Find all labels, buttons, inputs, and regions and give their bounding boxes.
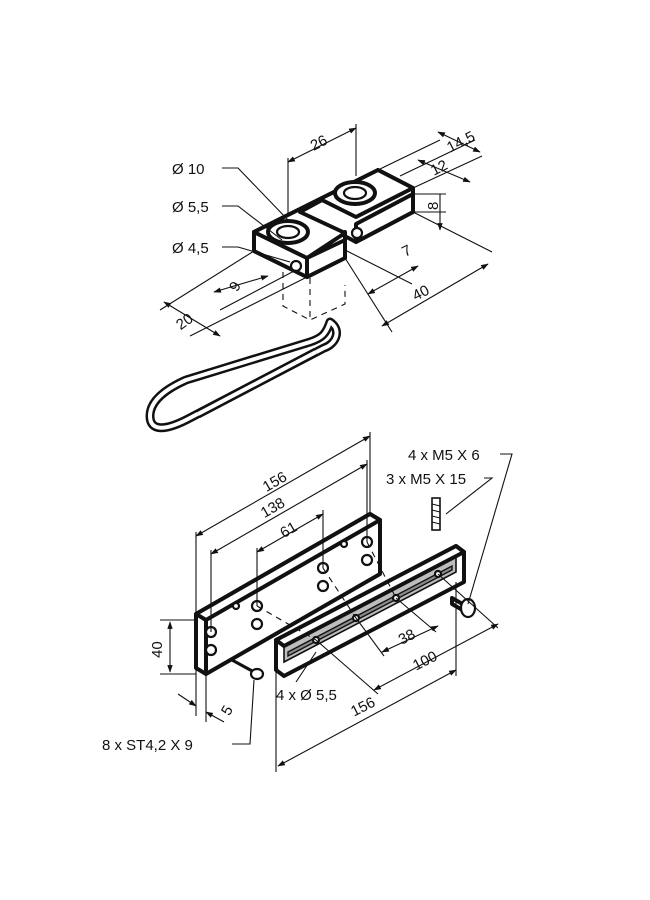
dim-156-top: 156: [260, 468, 290, 495]
dim-5: 5: [218, 703, 237, 719]
callout-m5x6: 4 x M5 X 6: [408, 447, 480, 464]
bracket-dimensions: [159, 124, 493, 337]
guide-rail: [274, 544, 466, 678]
dim-7: 7: [399, 242, 414, 261]
dim-61: 61: [277, 519, 300, 542]
callout-d10: Ø 10: [172, 161, 205, 178]
hairpin-clip: [145, 317, 341, 433]
dim-40-bracket: 40: [410, 282, 433, 305]
callout-screws: 8 x ST4,2 X 9: [102, 737, 193, 754]
wood-screw: [231, 658, 265, 681]
dim-14-5: 14,5: [444, 128, 478, 156]
dim-138: 138: [258, 494, 288, 521]
alignment-lines: [256, 541, 397, 641]
dim-20: 20: [173, 310, 196, 333]
dim-9: 9: [226, 279, 245, 295]
dim-38: 38: [396, 626, 419, 649]
rail-dimensions: [160, 432, 513, 772]
dim-156-bottom: 156: [348, 694, 378, 721]
callout-holes: 4 x Ø 5,5: [276, 687, 337, 704]
dim-12: 12: [428, 157, 451, 180]
dim-40-plate: 40: [149, 641, 166, 658]
callout-d45: Ø 4,5: [172, 240, 209, 257]
dim-8: 8: [425, 202, 442, 210]
bracket-block: [252, 168, 415, 321]
dim-100: 100: [410, 648, 440, 675]
callout-d55: Ø 5,5: [172, 199, 209, 216]
dim-26: 26: [308, 132, 331, 155]
callout-m5x15: 3 x M5 X 15: [386, 471, 466, 488]
set-screw: [431, 497, 441, 531]
